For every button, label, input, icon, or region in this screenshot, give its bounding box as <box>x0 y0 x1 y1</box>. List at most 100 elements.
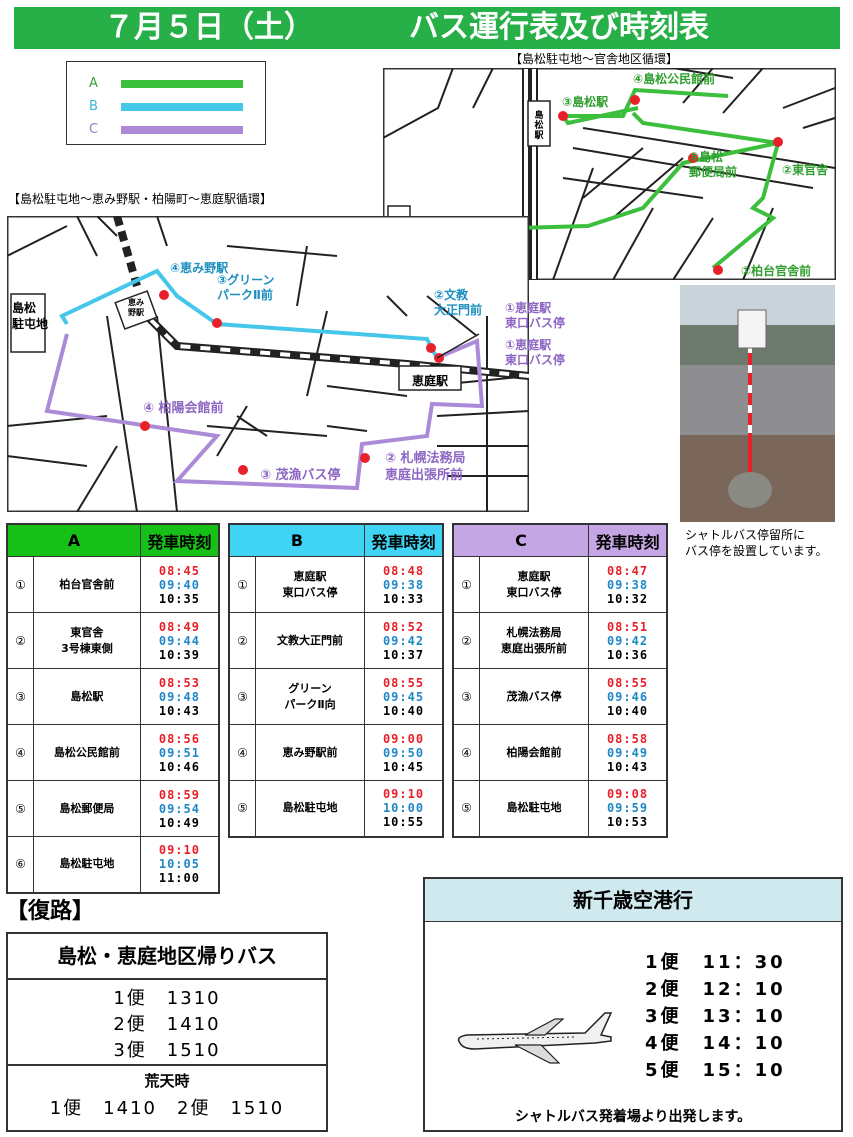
time-1: 09:10 <box>158 843 200 858</box>
shimamatsu-station-label: 島 <box>534 109 543 120</box>
time-1: 08:52 <box>382 619 425 634</box>
stop-name: グリーン パークⅡ向 <box>255 668 365 725</box>
row-number: ⑤ <box>452 780 480 837</box>
route-b-code: B <box>228 523 365 557</box>
stop-name: 島松公民館前 <box>33 724 141 781</box>
airport-trip-5: 5便 15：10 <box>645 1060 786 1081</box>
time-3: 10:32 <box>606 591 649 606</box>
time-2: 09:49 <box>606 745 649 760</box>
time-1: 09:00 <box>382 731 425 746</box>
row-number: ④ <box>452 724 480 781</box>
legend-item-b: B <box>89 96 243 118</box>
stop-label-b2: ②文教 大正門前 <box>434 288 483 317</box>
legend-item-a: A <box>89 73 243 95</box>
timetable-b-header: B 発車時刻 <box>228 523 444 557</box>
stop-label-a5: ⑤島松 郵便局前 <box>689 150 738 179</box>
return-trip-2: 2便 1410 <box>113 1014 221 1035</box>
time-2: 09:40 <box>158 577 200 592</box>
time-2: 09:50 <box>382 745 425 760</box>
legend-line-c <box>121 126 243 134</box>
svg-text:駅: 駅 <box>534 130 544 140</box>
time-1: 08:56 <box>158 731 200 746</box>
row-number: ① <box>228 556 256 613</box>
time-1: 08:45 <box>158 563 200 578</box>
route-c-header: 発車時刻 <box>588 523 668 557</box>
row-number: ⑥ <box>6 836 34 893</box>
route-b-header: 発車時刻 <box>364 523 444 557</box>
time-2: 10:00 <box>382 801 425 816</box>
time-3: 10:40 <box>606 703 649 718</box>
row-number: ③ <box>452 668 480 725</box>
eniwa-station-label: 恵庭駅 <box>412 374 449 388</box>
title-bar: ７月５日（土） バス運行表及び時刻表 <box>14 7 840 49</box>
stop-label-a4: ④島松公民館前 <box>633 72 716 86</box>
airport-trip-4: 4便 14：10 <box>645 1033 786 1054</box>
stop-name: 柏台官舎前 <box>33 556 141 613</box>
time-2: 10:05 <box>158 857 200 872</box>
page-title: バス運行表及び時刻表 <box>409 10 709 45</box>
legend-line-a <box>121 80 243 88</box>
time-1: 08:48 <box>382 563 425 578</box>
time-3: 10:55 <box>382 815 425 830</box>
storm-schedule: 1便 1410 2便 1510 <box>49 1098 285 1119</box>
row-number: ① <box>452 556 480 613</box>
photo-caption: シャトルバス停留所に バス停を設置しています。 <box>685 528 828 558</box>
return-trip-list: 1便 1310 2便 1410 3便 1510 <box>8 986 326 1064</box>
time-2: 09:48 <box>158 689 200 704</box>
time-2: 09:46 <box>606 689 649 704</box>
row-number: ⑤ <box>228 780 256 837</box>
row-number: ④ <box>228 724 256 781</box>
time-3: 10:43 <box>158 703 200 718</box>
stop-name: 東官舎 3号棟東側 <box>33 612 141 669</box>
row-number: ② <box>6 612 34 669</box>
time-2: 09:44 <box>158 633 200 648</box>
stop-name: 恵庭駅 東口バス停 <box>479 556 589 613</box>
stop-name: 島松駐屯地 <box>255 780 365 837</box>
time-3: 11:00 <box>158 871 200 886</box>
airport-trip-list: 1便 11：30 2便 12：10 3便 13：10 4便 14：10 5便 1… <box>645 949 786 1084</box>
time-2: 09:51 <box>158 745 200 760</box>
stop-label-c4: ④ 柏陽会館前 <box>143 401 224 416</box>
time-1: 08:49 <box>158 619 200 634</box>
stop-label-a3: ③島松駅 <box>562 95 609 109</box>
stop-label-c1: ①恵庭駅 東口バス停 <box>505 338 566 367</box>
legend-label-a: A <box>89 76 98 91</box>
timetable-a-header: A 発車時刻 <box>6 523 220 557</box>
route-c-code: C <box>452 523 589 557</box>
route-legend: A B C <box>66 61 266 145</box>
stop-name: 島松郵便局 <box>33 780 141 837</box>
stop-name: 恵み野駅前 <box>255 724 365 781</box>
stop-name: 文教大正門前 <box>255 612 365 669</box>
stop-label-a2: ②東官舎 <box>782 163 829 177</box>
stop-name: 島松駐屯地 <box>33 836 141 893</box>
storm-title: 荒天時 <box>144 1072 190 1090</box>
map-left-routes <box>7 216 529 512</box>
row-number: ⑤ <box>6 780 34 837</box>
route-a-header: 発車時刻 <box>139 523 220 557</box>
legend-label-c: C <box>89 122 99 137</box>
legend-line-b <box>121 103 243 111</box>
stop-name: 札幌法務局 恵庭出張所前 <box>479 612 589 669</box>
map-left-base-label: 島松 駐屯地 <box>12 301 49 331</box>
time-2: 09:54 <box>158 801 200 816</box>
